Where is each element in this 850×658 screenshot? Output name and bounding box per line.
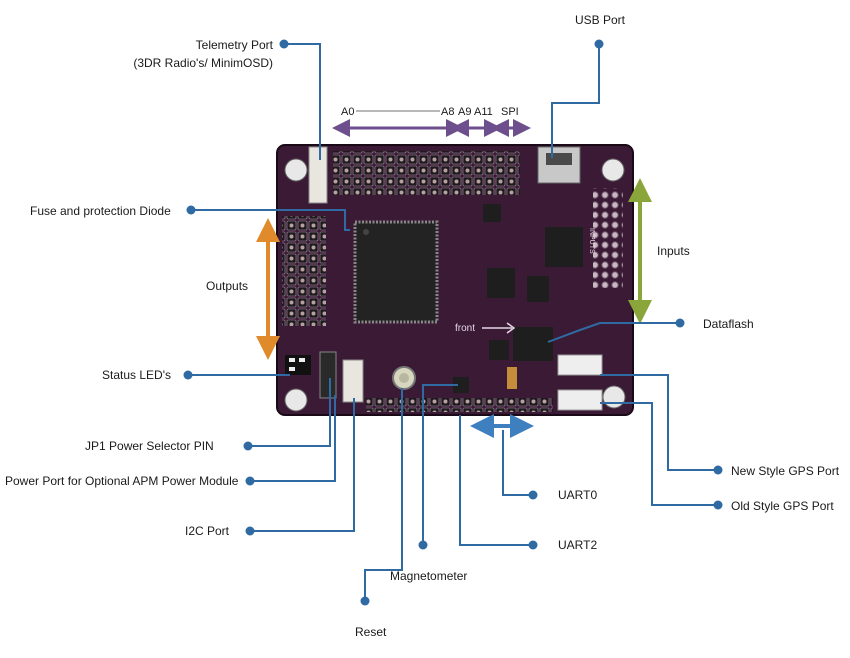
dataflash-chip (513, 327, 553, 361)
label-a9: A9 (458, 106, 471, 118)
leader-endpoints (183, 39, 723, 606)
uart2-leader (459, 415, 533, 546)
dataflash-leader (547, 322, 680, 343)
input-header-pads (593, 188, 623, 288)
uart0-leader (502, 430, 533, 496)
pcb-board: front INPUTS (276, 144, 634, 416)
chip-5 (453, 377, 469, 393)
usb-leader (551, 44, 600, 158)
inputs-marking: INPUTS (588, 228, 595, 254)
mount-hole-tr (601, 158, 625, 182)
label-outputs: Outputs (206, 279, 248, 293)
label-uart0: UART0 (558, 488, 597, 502)
old-gps-leader (600, 402, 718, 506)
label-a11: A11 (474, 106, 493, 118)
chip-4 (489, 340, 509, 360)
label-inputs: Inputs (657, 244, 690, 258)
output-header-pins (282, 216, 326, 326)
telemetry-connector (308, 146, 328, 204)
i2c-connector (342, 359, 364, 403)
analog-header-pins (333, 151, 520, 195)
power-port-leader (250, 395, 336, 482)
label-usb-port: USB Port (575, 13, 626, 27)
label-a8: A8 (441, 106, 454, 118)
label-telemetry-port-sub: (3DR Radio's/ MinimOSD) (133, 56, 273, 70)
chip-3 (527, 276, 549, 302)
label-new-gps: New Style GPS Port (731, 464, 840, 478)
jp1-leader (248, 378, 331, 447)
new-gps-connector (557, 354, 603, 376)
mount-hole-tl (284, 158, 308, 182)
label-i2c-port: I2C Port (185, 524, 230, 538)
callout-labels: Telemetry Port (3DR Radio's/ MinimOSD) U… (5, 13, 840, 639)
label-power-port: Power Port for Optional APM Power Module (5, 474, 239, 488)
chip-2 (487, 268, 515, 298)
label-old-gps: Old Style GPS Port (731, 499, 834, 513)
label-reset: Reset (355, 625, 387, 639)
label-telemetry-port: Telemetry Port (196, 38, 274, 52)
front-marking: front (455, 323, 475, 334)
bottom-header-pins (366, 398, 553, 412)
i2c-leader (250, 398, 355, 532)
leader-lines (188, 43, 718, 601)
power-connector (319, 351, 337, 399)
label-status-leds: Status LED's (102, 368, 171, 382)
label-dataflash: Dataflash (703, 317, 754, 331)
mcu-chip (353, 220, 439, 324)
label-jp1: JP1 Power Selector PIN (85, 439, 214, 453)
crystal (507, 367, 517, 389)
label-uart2: UART2 (558, 538, 597, 552)
telemetry-leader (284, 43, 321, 160)
status-leds (285, 355, 311, 375)
label-fuse-diode: Fuse and protection Diode (30, 204, 171, 218)
mount-hole-bl (284, 388, 308, 412)
magnetometer-leader (422, 384, 458, 545)
mount-hole-br (602, 385, 626, 409)
fuse-leader (191, 209, 350, 231)
chip-6 (483, 204, 501, 222)
label-magnetometer: Magnetometer (390, 569, 467, 583)
label-a0: A0 (341, 106, 354, 118)
old-gps-connector (557, 389, 603, 411)
new-gps-leader (600, 374, 718, 471)
chip-1 (545, 227, 583, 267)
reset-leader (364, 388, 403, 601)
label-spi: SPI (501, 106, 519, 118)
